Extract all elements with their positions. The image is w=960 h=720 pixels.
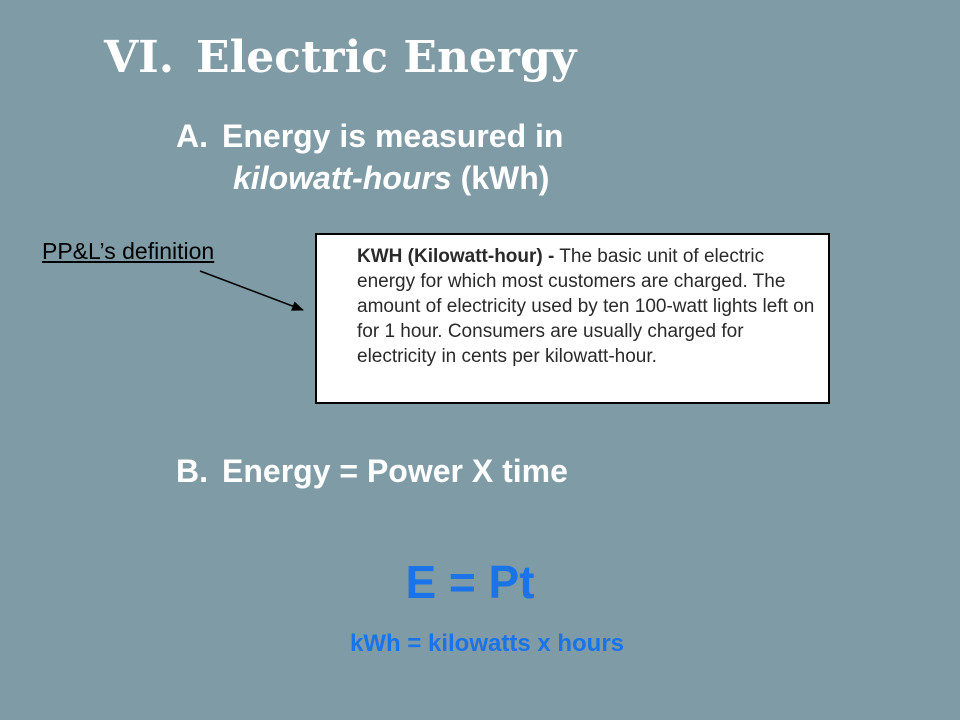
slide-title-number: VI.	[104, 32, 175, 83]
point-a-italic-term: kilowatt-hours	[233, 160, 452, 196]
definition-text: KWH (Kilowatt-hour) - The basic unit of …	[357, 244, 823, 369]
point-b-text: Energy = Power X time	[222, 453, 568, 489]
formula-units: kWh = kilowatts x hours	[349, 630, 625, 657]
point-a-marker: A.	[176, 118, 208, 154]
point-b: B. Energy = Power X time	[176, 450, 568, 492]
energy-formula: E = Pt	[405, 556, 535, 608]
slide-title-text: Electric Energy	[196, 32, 577, 83]
point-a-text: Energy is measured in	[222, 118, 564, 154]
point-a: A. Energy is measured in kilowatt-hours (…	[176, 115, 563, 199]
definition-source-label: PP&L’s definition	[42, 238, 215, 264]
slide-title: VI. Electric Energy	[104, 32, 576, 85]
point-a-line2: kilowatt-hours (kWh)	[176, 157, 563, 199]
definition-box: KWH (Kilowatt-hour) - The basic unit of …	[315, 233, 830, 404]
definition-body: The basic unit of electric energy for wh…	[357, 246, 815, 367]
point-b-marker: B.	[176, 453, 208, 489]
point-a-unit: (kWh)	[451, 160, 550, 196]
definition-term: KWH (Kilowatt-hour) -	[357, 246, 555, 267]
